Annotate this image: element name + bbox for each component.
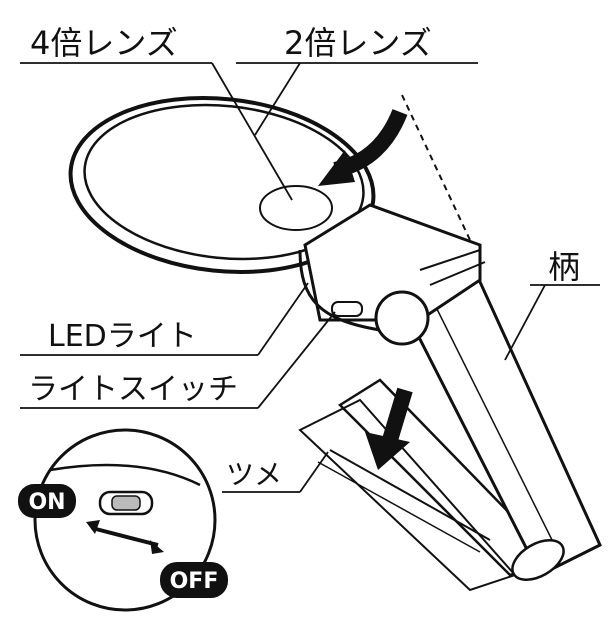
on-badge: ON	[18, 484, 76, 518]
lens-assembly	[68, 96, 376, 274]
label-handle: 柄	[548, 248, 580, 286]
lens-4x-area	[259, 185, 333, 231]
fold-arrow-head	[365, 432, 410, 470]
off-badge: OFF	[160, 562, 228, 598]
label-light-switch: ライトスイッチ	[28, 372, 238, 407]
led-housing	[298, 203, 486, 346]
fold-arrow	[382, 387, 413, 443]
label-lens-2x: 2倍レンズ	[284, 24, 432, 62]
dashed-guide	[401, 94, 471, 241]
label-lens-4x: 4倍レンズ	[30, 24, 178, 62]
slide-arrow	[91, 526, 159, 547]
insert-arrow-head	[318, 150, 355, 186]
label-led-light: LEDライト	[48, 319, 197, 354]
label-tab: ツメ	[226, 458, 282, 491]
switch-knob	[331, 301, 363, 317]
off-label: OFF	[170, 569, 219, 594]
leader-lines	[20, 62, 600, 493]
on-label: ON	[28, 490, 65, 515]
